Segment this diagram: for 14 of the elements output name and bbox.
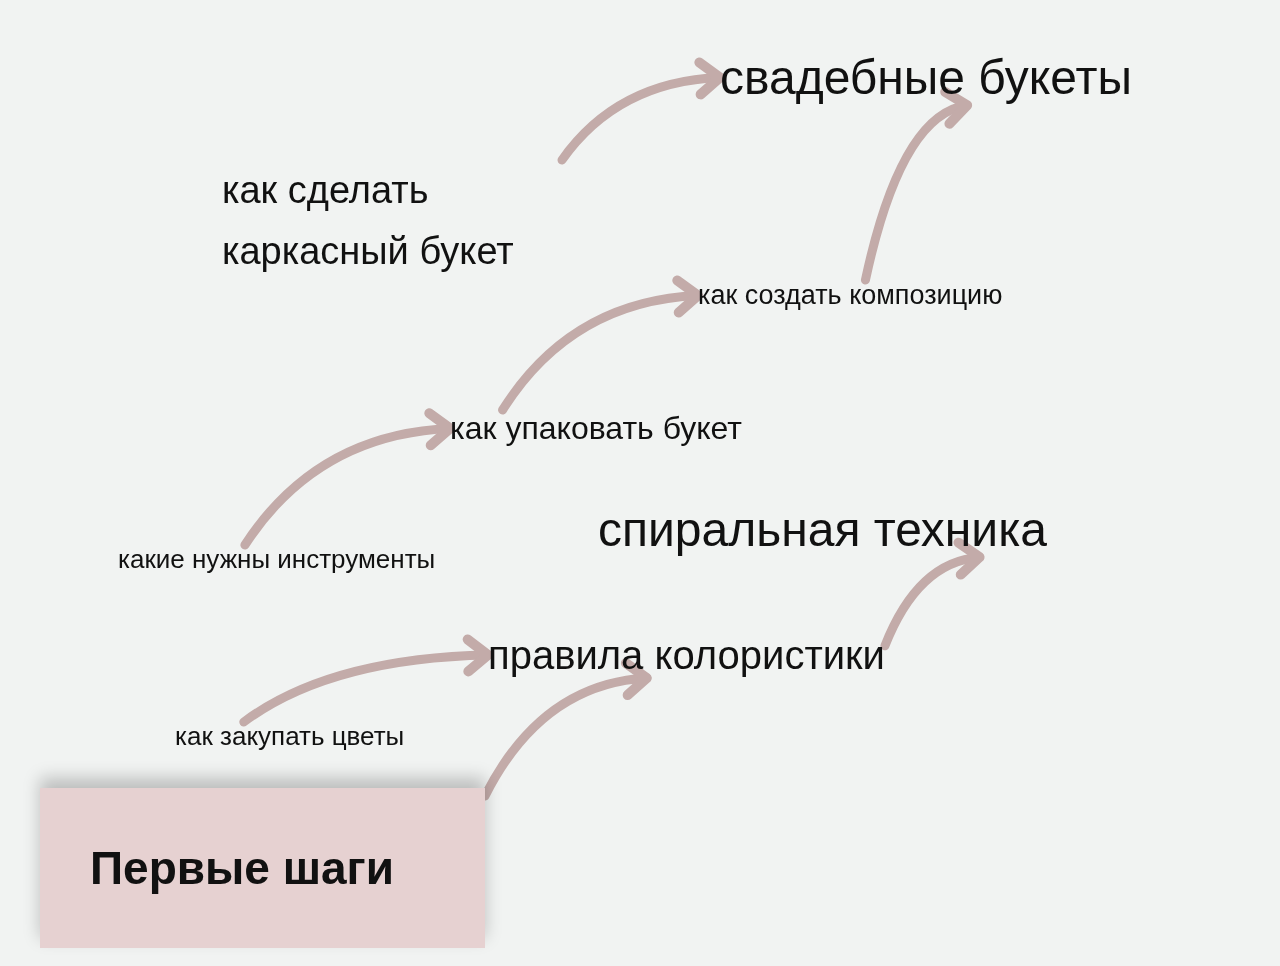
step-label: как закупать цветы [175, 722, 405, 752]
step-label: как создать композицию [698, 280, 1003, 312]
curved-arrow [557, 58, 725, 165]
curved-arrow [880, 538, 985, 651]
step-label: как сделать каркасный букет [222, 160, 622, 282]
step-label: свадебные букеты [720, 50, 1132, 106]
step-label: какие нужны инструменты [118, 545, 436, 575]
start-box: Первые шаги [40, 788, 485, 948]
curved-arrow [860, 89, 973, 285]
step-label: правила колористики [488, 632, 885, 678]
step-label: спиральная техника [598, 502, 1047, 558]
step-label: как упаковать букет [450, 410, 742, 447]
curved-arrow [240, 409, 455, 550]
curved-arrow [239, 634, 493, 727]
